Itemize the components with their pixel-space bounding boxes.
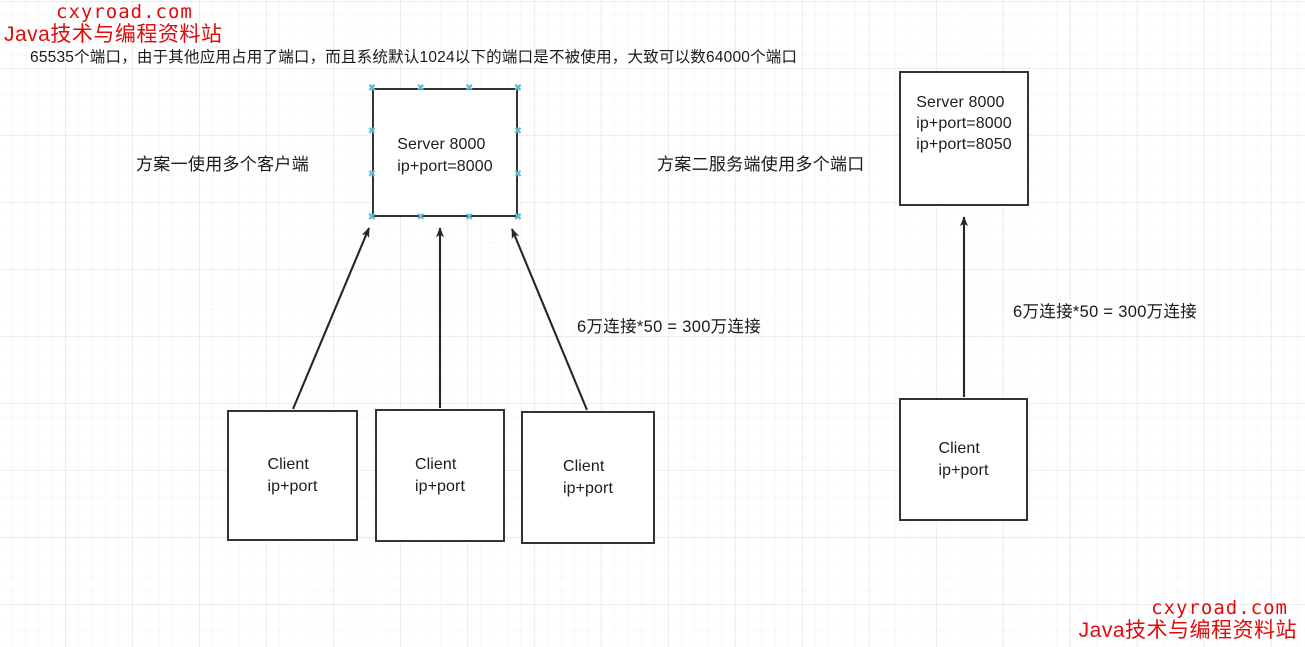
node-client-1-line2: ip+port — [267, 477, 318, 495]
header-note: 65535个端口，由于其他应用占用了端口，而且系统默认1024以下的端口是不被使… — [30, 49, 798, 66]
connector-client-3-to-server-a — [511, 228, 588, 411]
label-connection-calc-right: 6万连接*50 = 300万连接 — [1013, 303, 1198, 321]
selection-handle[interactable]: ✖ — [513, 82, 523, 94]
selection-handle[interactable]: ✖ — [367, 125, 377, 137]
selection-handle[interactable]: ✖ — [465, 82, 474, 94]
selection-handle[interactable]: ✖ — [513, 211, 523, 223]
node-server-a-title: Server 8000 — [397, 136, 486, 154]
node-client-2-title: Client — [414, 456, 457, 474]
label-plan-one: 方案一使用多个客户端 — [136, 155, 309, 174]
node-client-4-line2: ip+port — [938, 461, 989, 479]
watermark-domain: cxyroad.com — [1151, 597, 1288, 620]
node-client-1[interactable]: Client ip+port — [227, 410, 358, 541]
selection-handle[interactable]: ✖ — [367, 82, 377, 94]
node-client-1-title: Client — [267, 456, 309, 474]
watermark-bottom-right: cxyroad.com Java技术与编程资料站 — [1078, 597, 1297, 643]
node-client-2[interactable]: Client ip+port — [375, 409, 505, 542]
selection-handle[interactable]: ✖ — [367, 211, 377, 223]
selection-handle[interactable]: ✖ — [367, 82, 377, 94]
selection-handle[interactable]: ✖ — [416, 82, 425, 94]
watermark-site-name: Java技术与编程资料站 — [4, 23, 223, 47]
selection-handle[interactable]: ✖ — [513, 211, 523, 223]
node-server-a-line2: ip+port=8000 — [397, 157, 493, 175]
selection-handle[interactable]: ✖ — [513, 82, 523, 94]
connector-client-1-to-server-a — [292, 227, 370, 410]
node-server-b[interactable]: Server 8000 ip+port=8000 ip+port=8050 — [899, 71, 1029, 206]
label-connection-calc-left: 6万连接*50 = 300万连接 — [577, 318, 762, 336]
selection-handle[interactable]: ✖ — [416, 211, 425, 223]
node-client-4-title: Client — [938, 440, 980, 458]
node-server-b-line2: ip+port=8000 — [916, 114, 1012, 132]
watermark-domain: cxyroad.com — [56, 1, 193, 23]
selection-handle[interactable]: ✖ — [367, 211, 377, 223]
selection-handle[interactable]: ✖ — [513, 125, 523, 137]
node-server-a[interactable]: Server 8000 ip+port=8000 — [372, 88, 518, 217]
node-client-4[interactable]: Client ip+port — [899, 398, 1028, 521]
label-plan-two: 方案二服务端使用多个端口 — [657, 155, 865, 174]
watermark-site-name: Java技术与编程资料站 — [1078, 619, 1297, 643]
watermark-top-left: cxyroad.com Java技术与编程资料站 — [4, 1, 223, 47]
selection-handle[interactable]: ✖ — [367, 168, 377, 180]
selection-handle[interactable]: ✖ — [513, 168, 523, 180]
node-server-b-title: Server 8000 — [916, 93, 1005, 111]
selection-handle[interactable]: ✖ — [465, 211, 474, 223]
node-client-2-line2: ip+port — [414, 477, 466, 495]
node-client-3[interactable]: Client ip+port — [521, 411, 655, 544]
node-client-3-title: Client — [562, 458, 605, 476]
node-server-b-line3: ip+port=8050 — [916, 136, 1012, 154]
node-client-3-line2: ip+port — [562, 479, 614, 497]
